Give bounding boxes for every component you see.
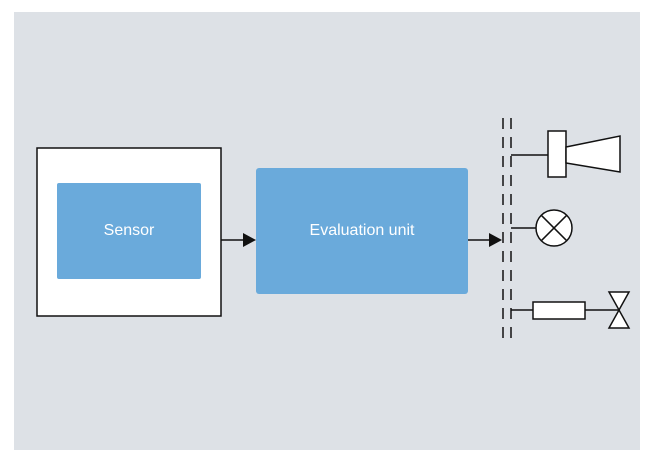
evaluation-unit-label: Evaluation unit bbox=[310, 222, 416, 239]
lamp-icon bbox=[535, 209, 573, 247]
lamp-output bbox=[511, 209, 573, 247]
valve-actuator bbox=[532, 301, 586, 320]
valve-icon bbox=[532, 291, 631, 329]
evaluation-to-outputs-arrow bbox=[468, 233, 502, 247]
sensor-to-evaluation-arrow bbox=[221, 233, 256, 247]
sensor-box bbox=[57, 183, 201, 279]
horn-icon bbox=[547, 130, 621, 178]
sensor-block: Sensor bbox=[57, 183, 201, 279]
valve-output bbox=[511, 291, 631, 329]
sensor-label: Sensor bbox=[104, 222, 155, 239]
evaluation-unit-box bbox=[256, 168, 468, 294]
horn-output bbox=[511, 130, 621, 178]
evaluation-unit-block: Evaluation unit bbox=[256, 168, 468, 294]
